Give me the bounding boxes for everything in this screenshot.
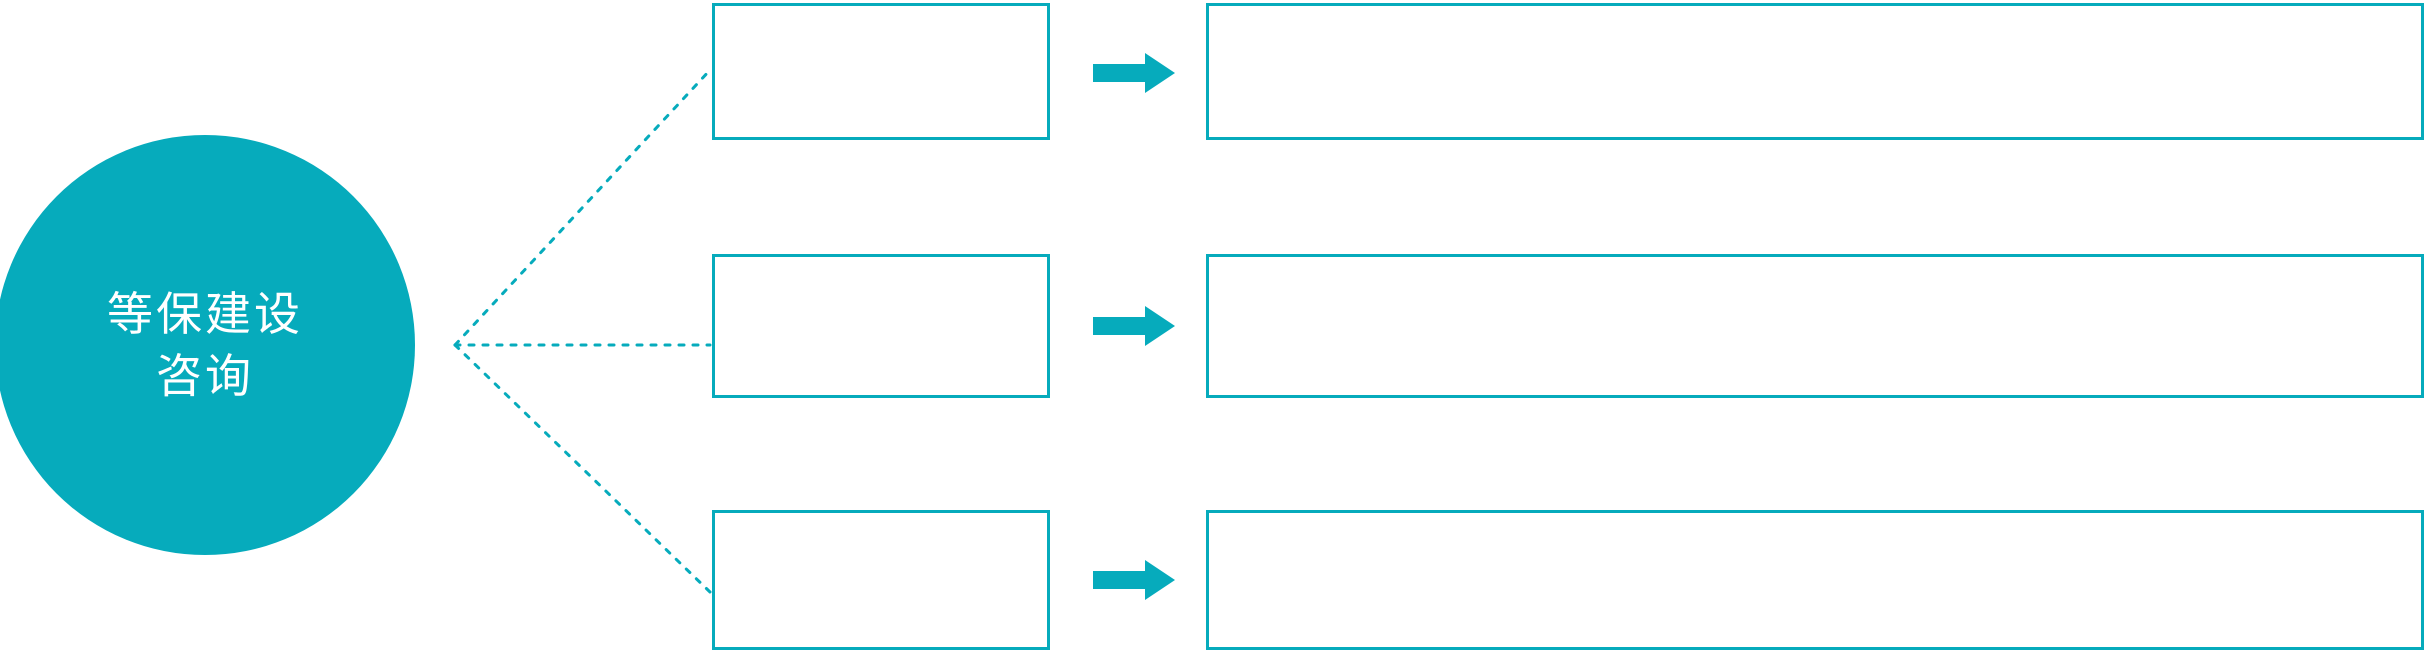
stage-box-row-2[interactable] bbox=[712, 254, 1050, 398]
hub-title-line-2: 咨询 bbox=[156, 350, 254, 402]
stage-box-row-1[interactable] bbox=[712, 3, 1050, 140]
detail-box-row-1[interactable] bbox=[1206, 3, 2424, 140]
arrow-right-icon-row-3 bbox=[1093, 560, 1175, 600]
stage-box-row-3[interactable] bbox=[712, 510, 1050, 650]
hub-circle[interactable]: 等保建设 咨询 bbox=[0, 135, 415, 555]
spoke-line-row-3 bbox=[453, 343, 712, 594]
detail-box-row-2[interactable] bbox=[1206, 254, 2424, 398]
hub-title-line-1: 等保建设 bbox=[107, 287, 303, 340]
arrow-right-icon-row-1 bbox=[1093, 53, 1175, 93]
arrow-right-icon-row-2 bbox=[1093, 306, 1175, 346]
detail-box-row-3[interactable] bbox=[1206, 510, 2424, 650]
spoke-line-row-1 bbox=[453, 68, 712, 347]
